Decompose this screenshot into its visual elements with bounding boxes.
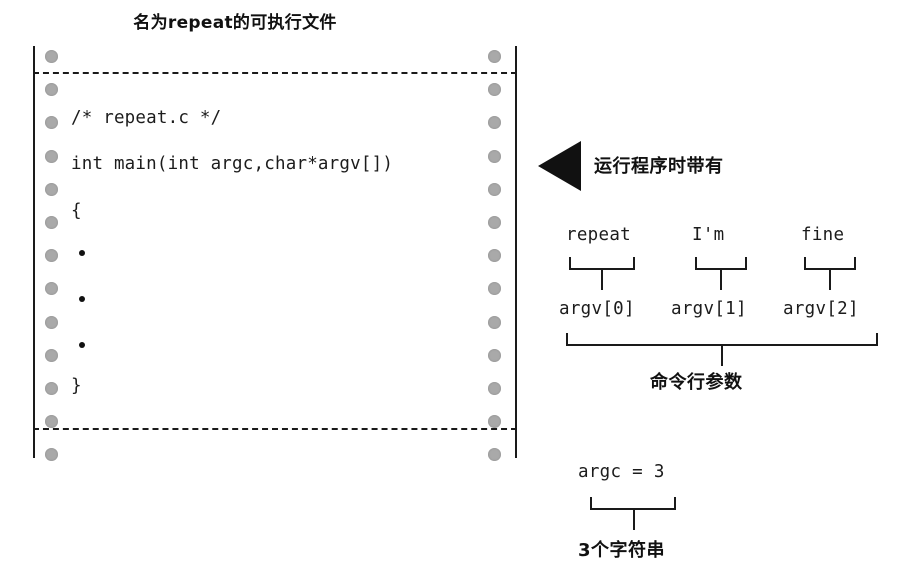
tractor-feed-hole	[45, 50, 58, 63]
tractor-feed-hole	[488, 282, 501, 296]
tractor-feed-hole	[45, 249, 58, 263]
tractor-holes-left	[45, 46, 63, 462]
page-title: 名为repeat的可执行文件	[133, 13, 337, 33]
tractor-feed-hole	[45, 415, 58, 429]
three-strings-label: 3个字符串	[578, 540, 666, 561]
tractor-feed-hole	[45, 149, 58, 163]
tractor-feed-hole	[488, 315, 501, 329]
tractor-feed-hole	[488, 448, 501, 462]
command-line-args-label: 命令行参数	[650, 372, 743, 393]
paper-right-edge	[515, 46, 517, 458]
tractor-feed-hole	[488, 116, 501, 130]
fanfold-paper: /* repeat.c */ int main(int argc,char*ar…	[33, 46, 517, 462]
tractor-feed-hole	[45, 83, 58, 97]
tractor-feed-hole	[45, 348, 58, 362]
code-line-close-brace: }	[71, 376, 82, 396]
code-line-main: int main(int argc,char*argv[])	[71, 154, 394, 174]
argc-expression: argc = 3	[578, 462, 665, 482]
argv-name-2: argv[2]	[783, 299, 859, 319]
tractor-feed-hole	[488, 382, 501, 395]
run-program-note: 运行程序时带有	[594, 156, 724, 177]
tractor-feed-hole	[45, 116, 58, 130]
paper-perforation-top	[33, 72, 517, 74]
tractor-holes-right	[488, 46, 506, 462]
code-ellipsis-dot-1	[79, 250, 85, 256]
tractor-feed-hole	[488, 415, 501, 429]
tractor-feed-hole	[488, 216, 501, 229]
argv-name-0: argv[0]	[559, 299, 635, 319]
tractor-feed-hole	[45, 216, 58, 229]
argv-value-1: I'm	[692, 225, 725, 245]
code-line-comment: /* repeat.c */	[71, 108, 222, 128]
paper-left-edge	[33, 46, 35, 458]
tractor-feed-hole	[488, 149, 501, 163]
code-ellipsis-dot-3	[79, 342, 85, 348]
paper-perforation-bottom	[33, 428, 517, 430]
code-ellipsis-dot-2	[79, 296, 85, 302]
tractor-feed-hole	[488, 348, 501, 362]
tractor-feed-hole	[45, 448, 58, 462]
tractor-feed-hole	[488, 50, 501, 63]
argv-value-0: repeat	[566, 225, 632, 245]
tractor-feed-hole	[488, 182, 501, 196]
argv-name-1: argv[1]	[671, 299, 747, 319]
code-line-open-brace: {	[71, 201, 82, 221]
left-pointing-triangle-icon	[538, 141, 581, 191]
tractor-feed-hole	[488, 249, 501, 263]
tractor-feed-hole	[45, 282, 58, 296]
tractor-feed-hole	[45, 315, 58, 329]
tractor-feed-hole	[45, 382, 58, 395]
tractor-feed-hole	[488, 83, 501, 97]
source-code-listing: /* repeat.c */ int main(int argc,char*ar…	[71, 46, 481, 458]
tractor-feed-hole	[45, 182, 58, 196]
argv-value-2: fine	[801, 225, 845, 245]
